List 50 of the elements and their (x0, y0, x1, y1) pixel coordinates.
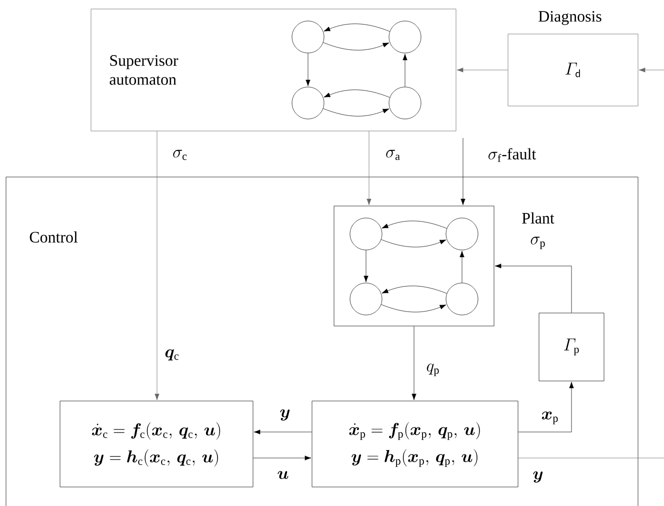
state-circle (292, 86, 324, 120)
node-label: $\dot{\bm{x}}_\mathrm{p} = \bm{f}_\mathrm{p}(\bm{x}_\mathrm{p},\, \bm{q}_\mathrm{p},\, \bm{u})$ (349, 422, 480, 440)
arrow (323, 42, 390, 50)
arrow (460, 250, 464, 283)
arrow (254, 430, 312, 434)
arrow (412, 326, 416, 400)
node-label: Control (30, 231, 78, 243)
edge-label: $\sigma_\mathrm{p}$ (530, 236, 545, 250)
arrow (306, 53, 310, 86)
arrow (460, 138, 466, 206)
edge-label: $\sigma_\mathrm{f}\text{-fault}$ (488, 148, 536, 162)
edge-label: $\bm{x}_\mathrm{p}$ (542, 412, 558, 424)
node-label: $\varGamma_\mathrm{p}$ (564, 338, 579, 356)
edge-label: $\sigma_\mathrm{a}$ (386, 150, 400, 160)
node-label: $\varGamma_\mathsf{d}$ (566, 62, 580, 78)
arrow (253, 456, 312, 460)
arrow (154, 131, 160, 400)
arrow (382, 220, 447, 229)
state-circle (446, 282, 478, 316)
edge-label: $\sigma_\mathrm{c}$ (173, 150, 187, 160)
arrow (366, 131, 372, 206)
arrow (494, 264, 572, 313)
edge-label: $\bm{y}$ (280, 409, 290, 421)
node-label: Supervisor automaton (110, 55, 178, 85)
state-circle (292, 20, 324, 54)
state-circle (350, 282, 382, 316)
arrow (364, 250, 368, 282)
arrow (456, 68, 508, 72)
arrow (324, 90, 390, 98)
state-circle (446, 218, 478, 250)
signal-label: $\bm{q}_\mathrm{c}$ (165, 349, 179, 360)
edge-label: $q_\mathrm{p}$ (426, 364, 439, 376)
arrow (381, 304, 446, 312)
node-label: Plant (522, 212, 554, 224)
arrow (402, 54, 408, 87)
arrow (323, 108, 390, 116)
node-label: $\bm{y} = \bm{h}_\mathrm{c}(\bm{x}_\mathrm{c},\, \bm{q}_\mathrm{c},\, \bm{u})$ (94, 449, 218, 467)
node-label: $\bm{y} = \bm{h}_\mathrm{p}(\bm{x}_\mathrm{p},\, \bm{q}_\mathrm{p},\, \bm{u})$ (352, 449, 478, 467)
arrow (381, 239, 446, 248)
node-label: Diagnosis (538, 11, 602, 25)
state-circle (388, 20, 422, 54)
edge-label: $\bm{u}$ (278, 471, 288, 479)
arrow (382, 286, 447, 294)
arrow (324, 24, 390, 32)
arrow (638, 68, 664, 72)
arrow (518, 382, 574, 432)
edge-label: $\bm{y}$ (533, 471, 543, 483)
state-circle (388, 86, 422, 120)
node-label: $\dot{\bm{x}}_\mathrm{c} = \bm{f}_\mathrm{c}(\bm{x}_\mathrm{c},\, \bm{q}_\mathrm{c},\, \bm{u})$ (92, 422, 220, 440)
state-circle (350, 218, 382, 250)
